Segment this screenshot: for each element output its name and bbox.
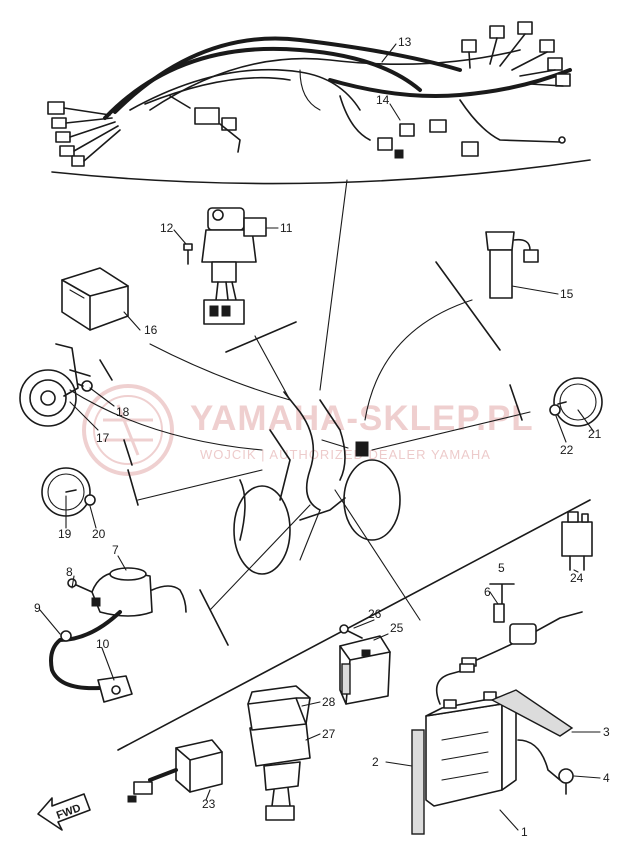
connector-icon xyxy=(377,119,479,159)
watermark-logo-icon xyxy=(82,384,174,476)
callout-15: 15 xyxy=(560,287,574,301)
bolt xyxy=(558,768,574,795)
callout-19: 19 xyxy=(58,527,72,541)
fuse xyxy=(493,603,505,623)
callout-13: 13 xyxy=(398,35,412,49)
callout-23: 23 xyxy=(202,797,216,811)
callout-10: 10 xyxy=(96,637,110,651)
battery-band xyxy=(411,729,425,835)
frame-outline xyxy=(233,391,401,575)
reflector-nut-right xyxy=(549,404,561,416)
callout-11: 11 xyxy=(280,221,293,235)
callout-8: 8 xyxy=(66,565,73,579)
battery-cover-strap xyxy=(490,689,574,737)
callout-25: 25 xyxy=(390,621,404,635)
fuse-holder-assy xyxy=(461,583,583,667)
callout-9: 9 xyxy=(34,601,41,615)
callout-3: 3 xyxy=(603,725,610,739)
coil-bolt xyxy=(67,578,93,593)
fwd-arrow: FWD xyxy=(37,793,91,831)
callouts: 1 2 3 4 5 6 7 8 9 10 11 12 13 14 15 16 1… xyxy=(34,35,610,839)
relay-screw xyxy=(339,624,363,639)
battery xyxy=(425,663,561,807)
rectifier xyxy=(61,267,129,331)
horn xyxy=(19,343,91,427)
wire-harness xyxy=(47,21,572,167)
callout-12: 12 xyxy=(160,221,174,235)
connector-icon xyxy=(47,101,121,167)
connector-icon xyxy=(169,95,241,153)
arrow-icon xyxy=(37,793,91,831)
callout-24: 24 xyxy=(570,571,584,585)
flasher-relay xyxy=(485,231,539,299)
starter-relay xyxy=(339,635,391,705)
horn-bolt xyxy=(77,380,93,392)
leader-lines xyxy=(39,43,601,831)
callout-7: 7 xyxy=(112,543,119,557)
switch-screw xyxy=(183,243,193,265)
regulator xyxy=(249,721,311,821)
callout-16: 16 xyxy=(144,323,158,337)
watermark-main-text: YAMAHA-SKLEP.PL xyxy=(190,399,534,438)
callout-4: 4 xyxy=(603,771,610,785)
callout-20: 20 xyxy=(92,527,106,541)
reflector-nut-left xyxy=(84,494,96,506)
reflector-right xyxy=(553,377,603,427)
callout-6: 6 xyxy=(484,585,491,599)
callout-1: 1 xyxy=(521,825,528,839)
regulator-cover xyxy=(247,685,311,731)
ignition-coil xyxy=(49,567,187,691)
callout-17: 17 xyxy=(96,431,110,445)
main-switch xyxy=(201,207,267,325)
callout-2: 2 xyxy=(372,755,379,769)
plug-cap-joint xyxy=(60,630,72,642)
pointer-lines xyxy=(69,179,531,621)
relay xyxy=(561,511,593,571)
callout-14: 14 xyxy=(376,93,390,107)
callout-21: 21 xyxy=(588,427,602,441)
section-dividers xyxy=(51,159,591,751)
connector-icon xyxy=(461,21,571,87)
callout-26: 26 xyxy=(368,607,382,621)
spark-plug-cap xyxy=(97,675,133,703)
callout-5: 5 xyxy=(498,561,505,575)
cdi-unit xyxy=(127,739,223,803)
callout-22: 22 xyxy=(560,443,574,457)
callout-28: 28 xyxy=(322,695,336,709)
callout-18: 18 xyxy=(116,405,130,419)
callout-27: 27 xyxy=(322,727,336,741)
